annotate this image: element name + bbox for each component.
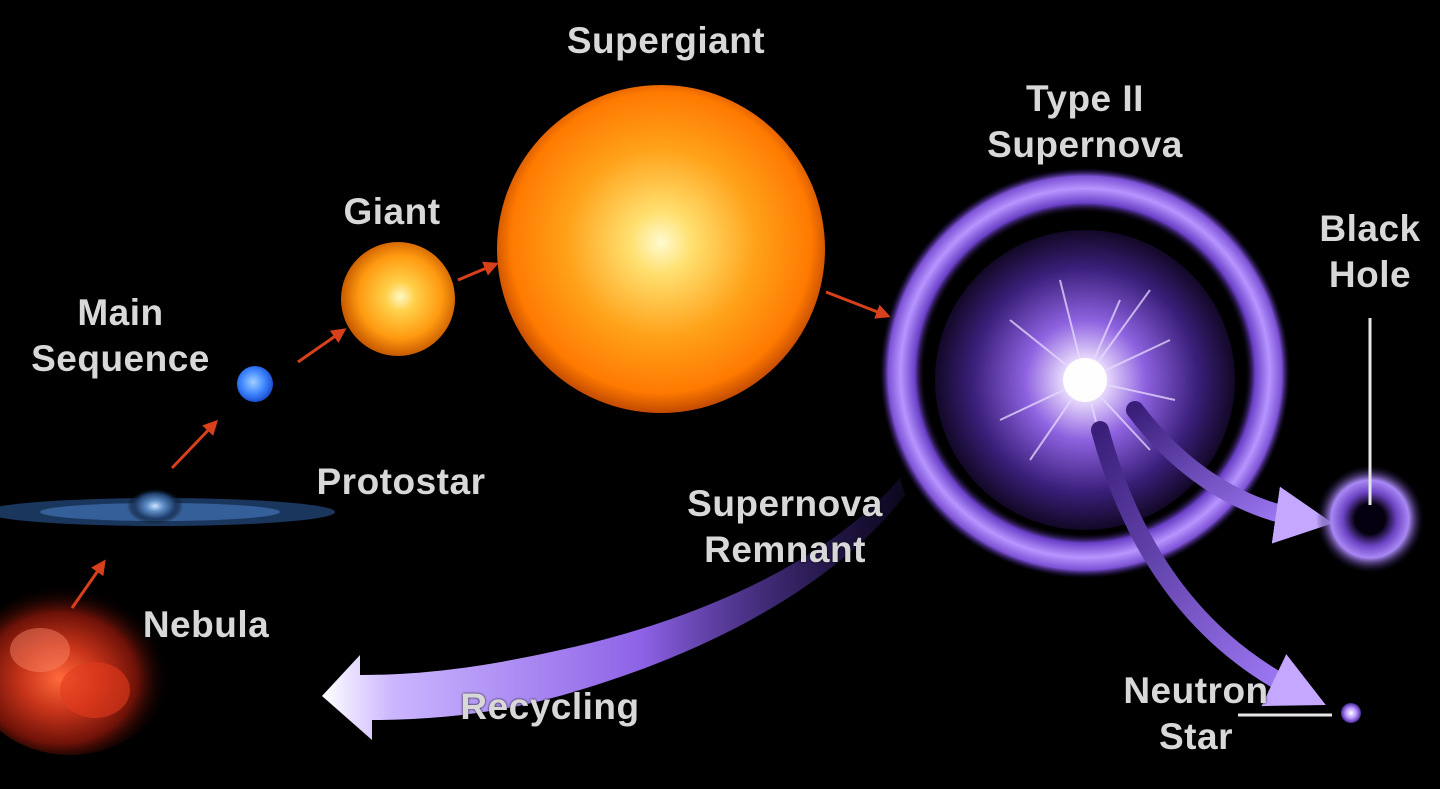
black-hole — [1316, 465, 1424, 573]
protostar-label: Protostar — [316, 461, 486, 502]
neutron-star — [1341, 703, 1361, 723]
nebula-cloud — [0, 585, 170, 755]
giant-label: Giant — [343, 191, 441, 232]
black-hole-line-2: Hole — [1328, 254, 1412, 295]
neutron-star-line-2: Star — [1159, 716, 1233, 757]
main-sequence-line-1: Main — [77, 292, 164, 333]
evolution-arrows — [70, 261, 891, 609]
supernova-remnant-line-2: Remnant — [704, 529, 866, 570]
type-ii-supernova-line-1: Type II — [1026, 78, 1144, 119]
type-ii-supernova-label: Type II Supernova — [960, 76, 1210, 168]
recycling-label: Recycling — [460, 686, 640, 727]
main-sequence-label: Main Sequence — [8, 290, 233, 382]
main-sequence-star — [237, 366, 273, 402]
neutron-star-label: Neutron Star — [1106, 668, 1286, 760]
supergiant-label: Supergiant — [566, 20, 766, 61]
supergiant-star — [497, 85, 825, 413]
type-ii-supernova-line-2: Supernova — [987, 124, 1183, 165]
recycling-arrow — [322, 478, 905, 740]
outcome-arrows — [1091, 401, 1333, 707]
supernova-remnant-line-1: Supernova — [687, 483, 883, 524]
main-sequence-line-2: Sequence — [31, 338, 210, 379]
black-hole-line-1: Black — [1319, 208, 1421, 249]
neutron-star-line-1: Neutron — [1123, 670, 1269, 711]
supernova-remnant-label: Supernova Remnant — [660, 481, 910, 573]
giant-star — [341, 242, 455, 356]
type-ii-supernova — [880, 168, 1290, 578]
nebula-label: Nebula — [142, 604, 270, 645]
black-hole-label: Black Hole — [1300, 206, 1440, 298]
protostar-disk — [0, 488, 335, 526]
